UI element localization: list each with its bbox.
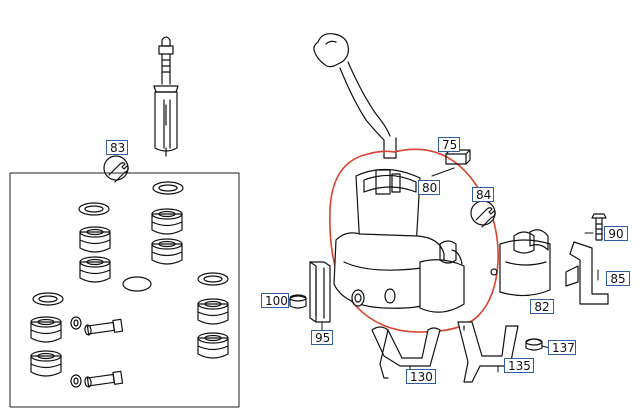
- callout-90[interactable]: 90: [604, 226, 628, 241]
- shifter-housing: [333, 168, 498, 313]
- part-135-bracket: [457, 321, 519, 383]
- callout-100[interactable]: 100: [261, 293, 289, 308]
- tool-rod: [153, 36, 179, 152]
- part-85-bracket: [565, 241, 609, 305]
- bushing-set: [30, 208, 229, 377]
- callout-83[interactable]: 83: [106, 140, 128, 155]
- callout-84[interactable]: 84: [472, 187, 494, 202]
- callout-130[interactable]: 130: [406, 369, 436, 384]
- gear-lever: [313, 33, 397, 159]
- callout-95[interactable]: 95: [311, 330, 333, 345]
- part-100-nut: [289, 294, 307, 309]
- wrench-icon: [103, 155, 129, 183]
- pin-set: [70, 316, 124, 388]
- callout-82[interactable]: 82: [530, 299, 554, 314]
- wrench-icon: [470, 200, 496, 228]
- ring-set: [32, 181, 229, 306]
- part-75-clip: [445, 149, 471, 165]
- callout-135[interactable]: 135: [504, 358, 534, 373]
- callout-75[interactable]: 75: [438, 137, 460, 152]
- part-137-cap: [525, 338, 543, 351]
- part-130-bracket: [371, 326, 441, 379]
- part-90-bolt: [591, 213, 607, 241]
- callout-137[interactable]: 137: [548, 340, 576, 355]
- kit-box: [9, 172, 240, 408]
- part-82-switch: [499, 229, 551, 297]
- callout-80[interactable]: 80: [418, 180, 440, 195]
- callout-85[interactable]: 85: [606, 271, 630, 286]
- part-95-guide: [309, 261, 331, 323]
